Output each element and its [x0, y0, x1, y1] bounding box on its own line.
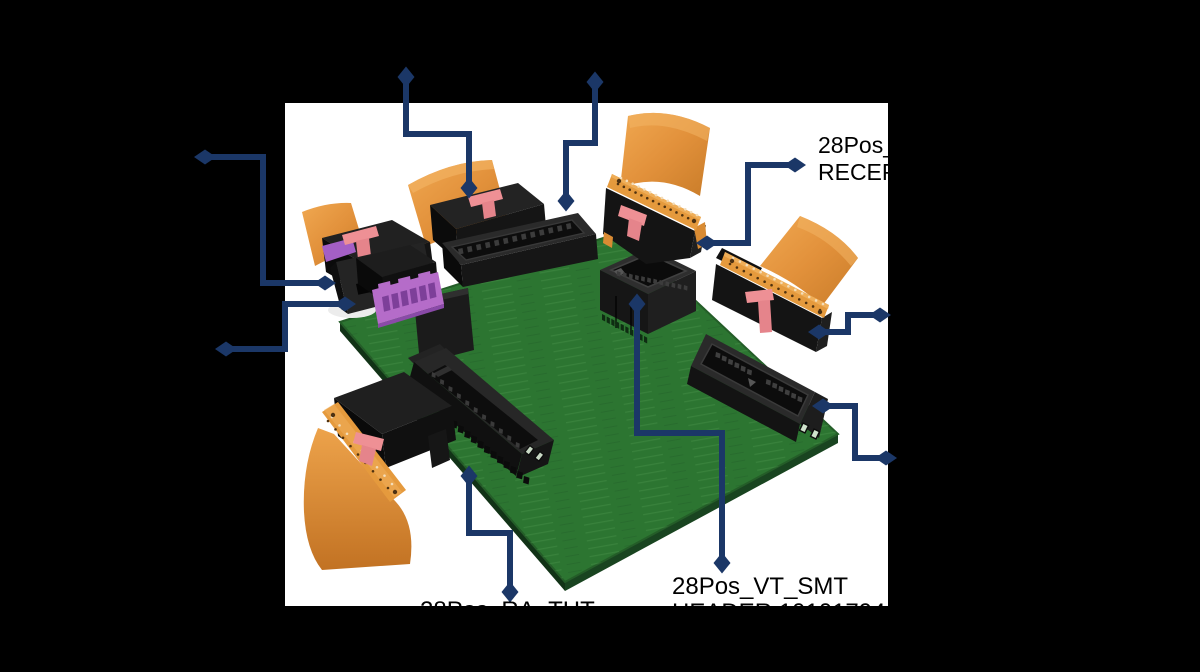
- long-header-top: [442, 213, 598, 287]
- receptacle-right: [712, 216, 858, 352]
- callout-line-9: [466, 476, 513, 592]
- callout-arrowheads: [194, 66, 897, 603]
- label-ratht-line1: 28Pos_RA_THT: [420, 597, 595, 624]
- receptacle-bottom-left: [303, 372, 456, 570]
- purple-connector: [356, 245, 444, 328]
- label-receptacle-line2: RECEPTACLE: [818, 159, 970, 185]
- callout-line-7: [823, 403, 886, 461]
- labels: 28Pos_ RECEPTACLE 28Pos_VT_SMT HEADER 10…: [420, 132, 970, 626]
- callout-line-3: [403, 77, 472, 188]
- callout-line-8: [634, 304, 725, 563]
- label-vtsmt-line1: 28Pos_VT_SMT: [672, 573, 848, 600]
- label-vtsmt-line2: HEADER 10101794: [672, 599, 885, 626]
- ra-header-right: [687, 334, 828, 442]
- label-receptacle-line1: 28Pos_: [818, 132, 897, 158]
- callout-line-1: [205, 154, 325, 286]
- render-scene: [302, 112, 858, 591]
- callout-lines: [205, 77, 886, 592]
- callout-line-2: [226, 301, 345, 352]
- callout-line-5: [707, 162, 795, 246]
- callout-line-6: [819, 312, 880, 335]
- receptacle-top-right: [603, 112, 710, 264]
- callout-line-4: [563, 82, 598, 201]
